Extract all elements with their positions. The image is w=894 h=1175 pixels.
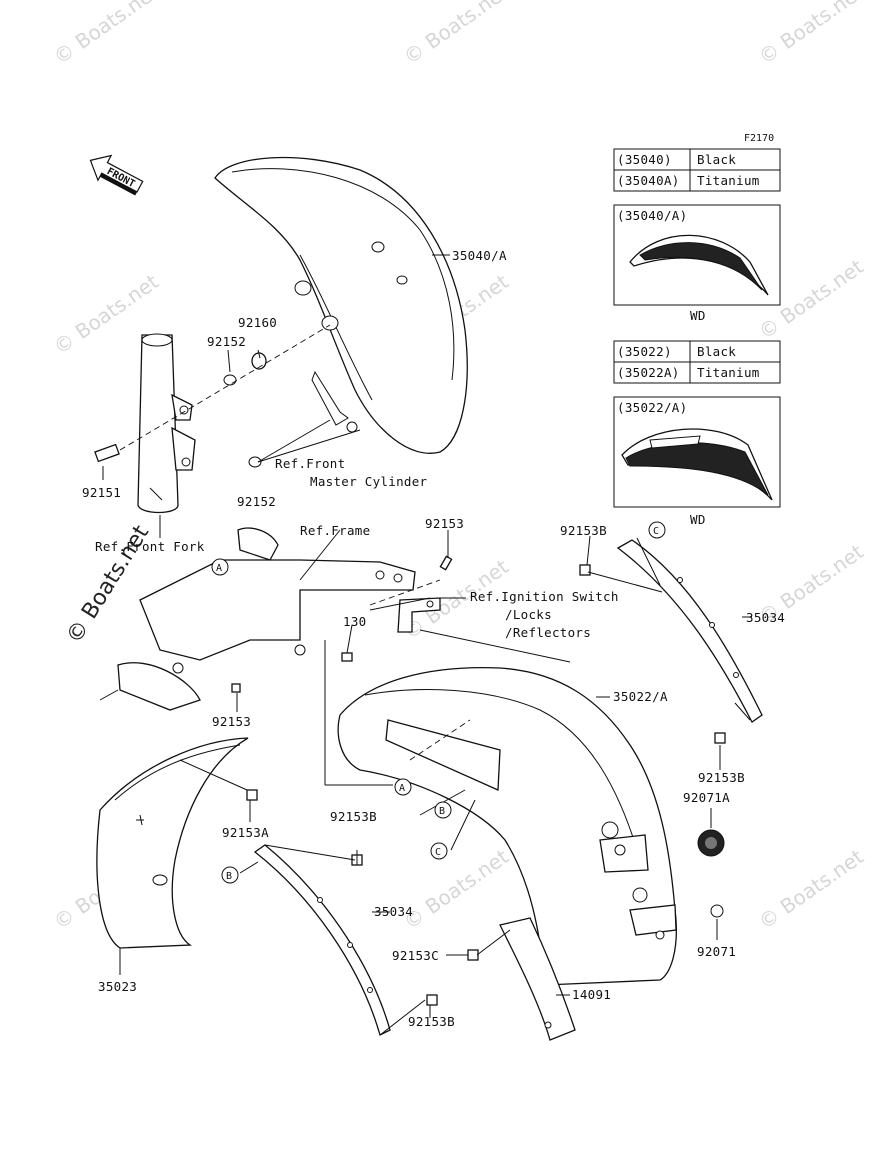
label-ref-front-master-2: Master Cylinder — [310, 474, 428, 489]
label-92153b: 92153B — [330, 809, 377, 824]
callout-a: A — [399, 783, 405, 794]
leader-lines — [102, 254, 752, 1036]
detail-box-rear: (35022/A) WD — [613, 396, 781, 527]
label-92071a: 92071A — [683, 790, 730, 805]
label-14091: 14091 — [572, 987, 611, 1002]
label-92152: 92152 — [207, 334, 246, 349]
rear-fender — [337, 666, 677, 986]
label-35034: 35034 — [746, 610, 785, 625]
callout-a: A — [216, 563, 222, 574]
label-92153b: 92153B — [698, 770, 745, 785]
callout-c: C — [653, 526, 659, 537]
part-labels: 35040/A 92160 92152 Ref.Front Master Cyl… — [82, 248, 785, 1029]
label-35034: 35034 — [374, 904, 413, 919]
callout-b: B — [226, 871, 232, 882]
table-part: (35040A) — [617, 173, 680, 188]
table-color: Black — [697, 152, 736, 167]
label-92153: 92153 — [212, 714, 251, 729]
label-35022a: 35022/A — [613, 689, 668, 704]
label-130: 130 — [343, 614, 366, 629]
watermark: © Boats.net — [399, 0, 513, 69]
callout-b: B — [439, 806, 445, 817]
callout-c: C — [435, 847, 441, 858]
label-ref-ignition-2: /Locks — [505, 607, 552, 622]
front-fender — [214, 156, 468, 454]
label-92153: 92153 — [425, 516, 464, 531]
table-part: (35022) — [617, 344, 672, 359]
reflector — [697, 829, 725, 918]
color-table-rear: (35022) Black (35022A) Titanium — [613, 340, 781, 384]
front-arrow-icon: FRONT — [89, 154, 144, 196]
callouts: A A B B C C — [211, 521, 666, 884]
watermark: © Boats.net — [754, 844, 868, 934]
label-92153b: 92153B — [560, 523, 607, 538]
table-part: (35022A) — [617, 365, 680, 380]
table-color: Titanium — [697, 173, 760, 188]
watermark: © Boats.net — [754, 0, 868, 69]
fender-bracket — [499, 917, 576, 1041]
label-ref-front-fork: Ref.Front Fork — [95, 539, 205, 554]
detail-box-front: (35040/A) WD — [613, 204, 781, 323]
label-92153b: 92153B — [408, 1014, 455, 1029]
label-92160: 92160 — [238, 315, 277, 330]
label-35040a: 35040/A — [452, 248, 507, 263]
label-92153a: 92153A — [222, 825, 269, 840]
label-ref-ignition-3: /Reflectors — [505, 625, 591, 640]
table-color: Black — [697, 344, 736, 359]
front-fork — [137, 333, 196, 514]
label-92151: 92151 — [82, 485, 121, 500]
watermark: © Boats.net — [399, 844, 513, 934]
frame — [99, 527, 416, 711]
label-ref-front-master-1: Ref.Front — [275, 456, 345, 471]
detail-title: (35022/A) — [617, 400, 687, 415]
table-part: (35040) — [617, 152, 672, 167]
label-35023: 35023 — [98, 979, 137, 994]
detail-caption: WD — [690, 512, 706, 527]
fender-rail-right — [616, 539, 763, 723]
label-92071: 92071 — [697, 944, 736, 959]
color-table-front: (35040) Black (35040A) Titanium — [613, 148, 781, 192]
watermark: © Boats.net — [49, 0, 163, 69]
inner-fender — [96, 737, 249, 949]
detail-title: (35040/A) — [617, 208, 687, 223]
label-92153c: 92153C — [392, 948, 439, 963]
detail-caption: WD — [690, 308, 706, 323]
label-ref-frame: Ref.Frame — [300, 523, 370, 538]
table-color: Titanium — [697, 365, 760, 380]
label-ref-ignition-1: Ref.Ignition Switch — [470, 589, 619, 604]
figure-id: F2170 — [744, 133, 774, 144]
label-92152: 92152 — [237, 494, 276, 509]
fender-rail-left — [253, 844, 391, 1036]
